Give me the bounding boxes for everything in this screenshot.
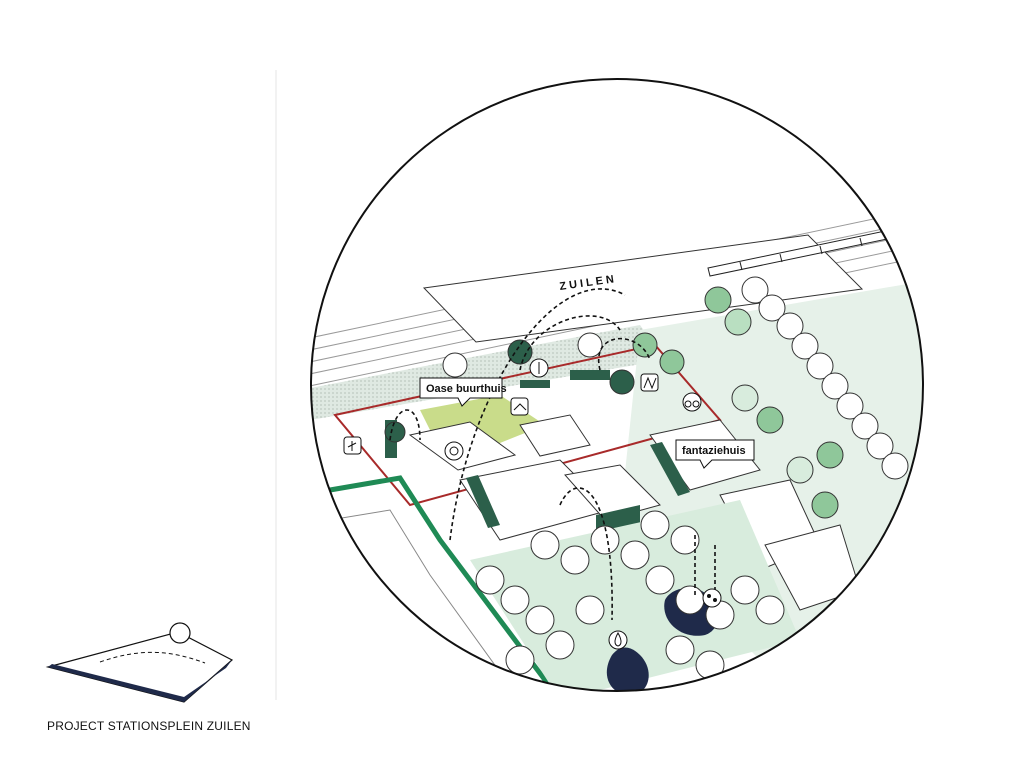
water-drop-icon <box>608 630 628 650</box>
icons <box>343 358 722 650</box>
plant-icon <box>343 436 362 455</box>
green-belt <box>311 325 665 420</box>
recycle-icon <box>444 441 464 461</box>
callout-fantasie-label: fantaziehuis <box>682 445 746 457</box>
trees <box>442 276 909 680</box>
map-frame <box>310 78 924 692</box>
green-trees <box>384 286 844 519</box>
pond <box>606 647 649 691</box>
tree-icon <box>529 358 549 378</box>
insect-icon <box>702 588 722 608</box>
flow-arrows <box>389 288 716 621</box>
cow-icon <box>640 373 659 392</box>
bicycle-icon <box>682 392 702 412</box>
callout-oase: Oase buurthuis <box>419 377 507 407</box>
locator-map <box>45 622 234 703</box>
buildings <box>408 414 861 611</box>
map-circle: ZUILEN <box>311 79 923 691</box>
callout-fantasie: fantaziehuis <box>675 439 755 469</box>
locator-marker <box>169 622 191 644</box>
project-caption: PROJECT STATIONSPLEIN ZUILEN <box>47 719 251 733</box>
callout-oase-label: Oase buurthuis <box>426 383 507 395</box>
street-curve <box>329 509 521 691</box>
bird-icon <box>510 397 529 416</box>
green-path <box>329 475 562 691</box>
